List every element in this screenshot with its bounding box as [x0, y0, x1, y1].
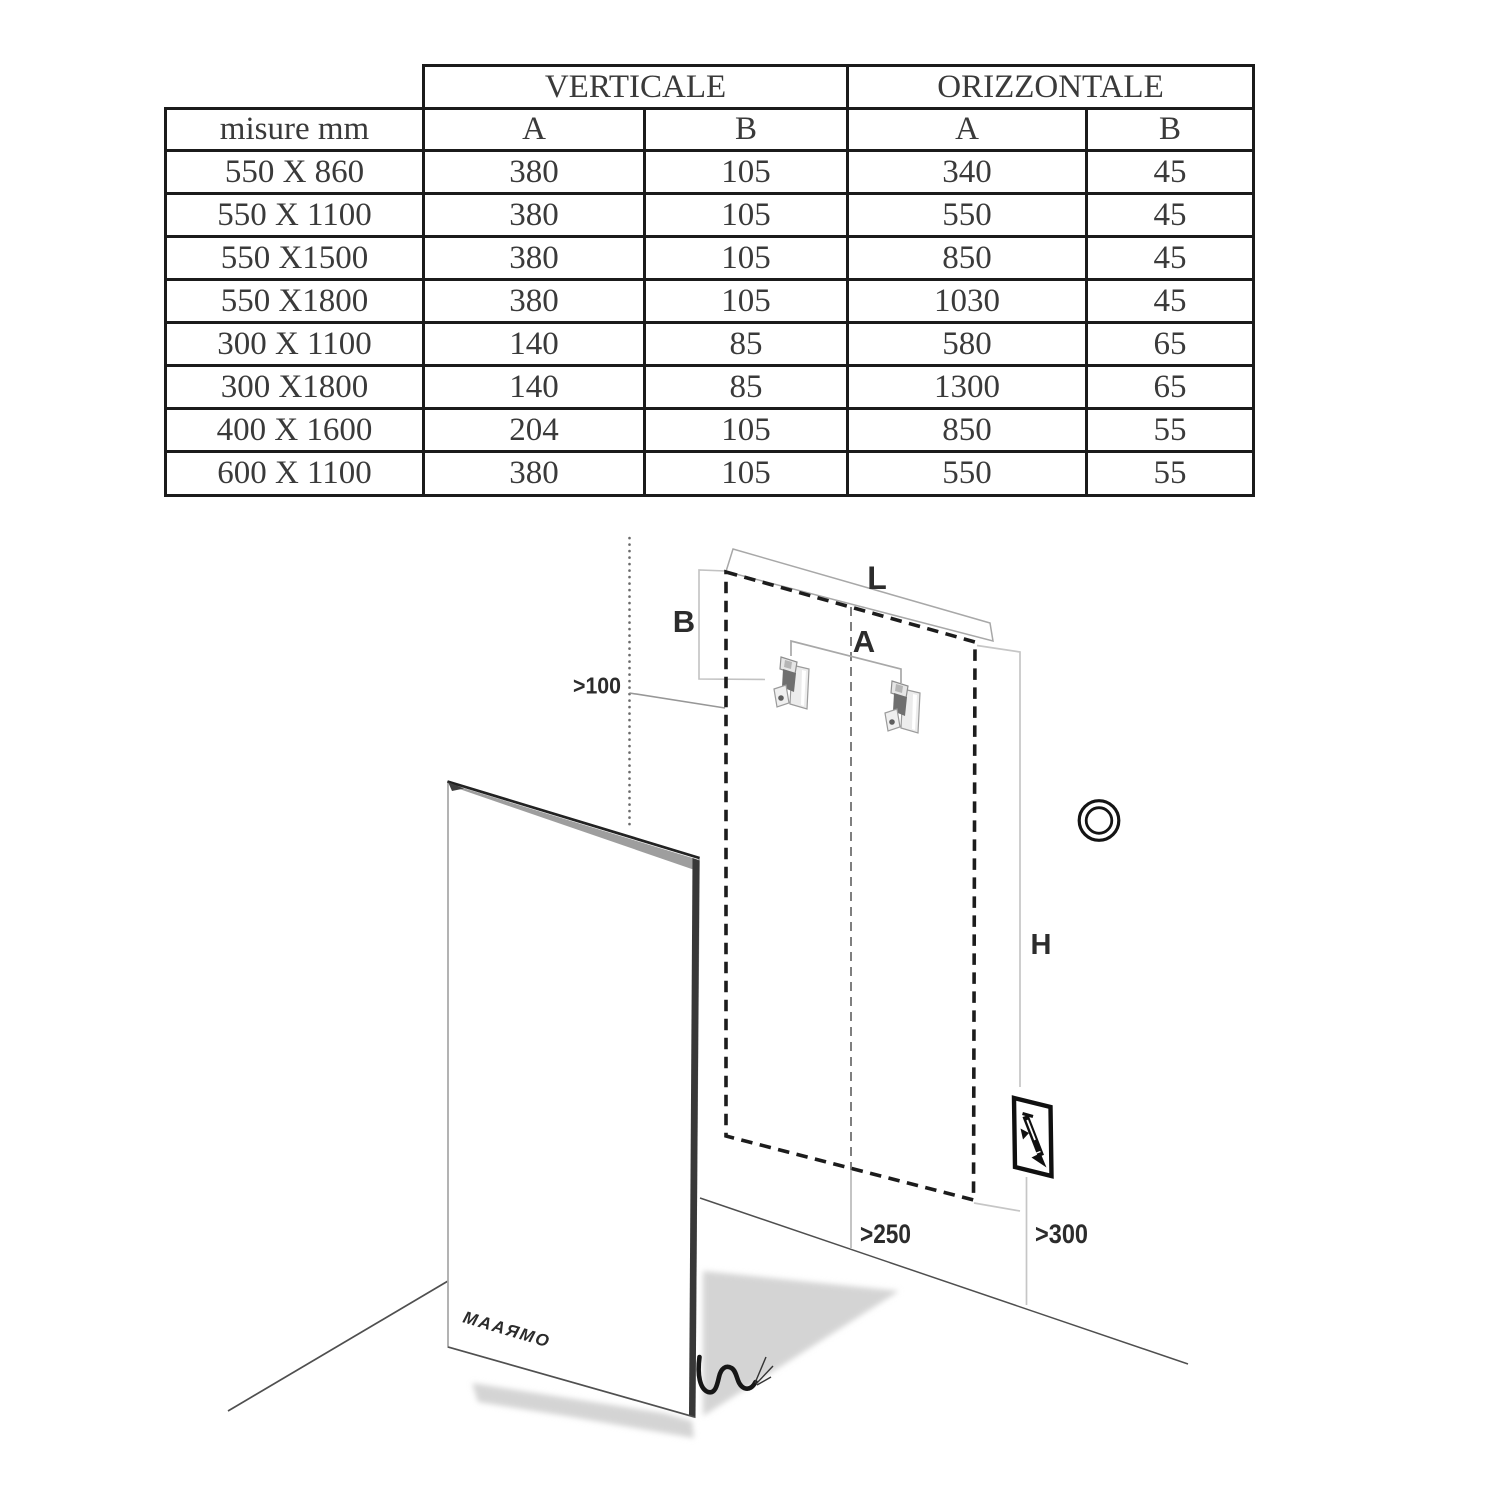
svg-text:A: A: [853, 624, 875, 659]
svg-text:L: L: [867, 560, 887, 596]
svg-text:B: B: [673, 604, 695, 639]
svg-text:H: H: [1031, 929, 1052, 961]
svg-text:>100: >100: [573, 673, 621, 699]
svg-text:>300: >300: [1035, 1219, 1088, 1249]
svg-text:>250: >250: [860, 1219, 911, 1249]
